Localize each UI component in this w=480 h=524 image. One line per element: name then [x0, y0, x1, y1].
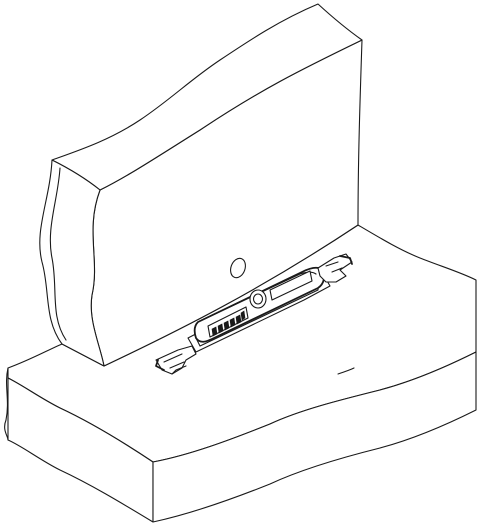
wall-side-break-line	[49, 167, 67, 341]
display-segment	[217, 323, 224, 334]
right-window-icon	[269, 270, 313, 301]
floor-left-break	[4, 367, 9, 441]
wall-side-face	[39, 159, 105, 367]
floor-slab	[4, 224, 477, 523]
left-clip	[155, 345, 197, 375]
display-segment	[235, 314, 242, 325]
display-segments	[211, 310, 246, 337]
sensor-lens-icon	[249, 289, 267, 309]
wall-top-face	[51, 3, 363, 191]
mounting-clip-icon	[155, 345, 197, 375]
display-segment	[211, 326, 218, 337]
display-segment	[240, 310, 246, 321]
right-clip	[317, 253, 353, 283]
hole-icon	[230, 257, 246, 279]
right-clip-tab	[339, 255, 353, 265]
display-segment	[229, 317, 236, 328]
left-clip-foot	[171, 365, 187, 375]
right-clip-detail	[325, 261, 343, 273]
left-clip-tab	[155, 359, 165, 371]
sensor-lens-inner	[252, 293, 264, 305]
wall-device	[187, 266, 331, 353]
device-front-lip	[195, 287, 319, 347]
floor-right-face	[152, 351, 477, 523]
wall-block	[39, 3, 363, 367]
display-segment	[223, 320, 230, 331]
left-clip-detail	[163, 353, 185, 369]
floor-surface-mark	[337, 367, 355, 375]
